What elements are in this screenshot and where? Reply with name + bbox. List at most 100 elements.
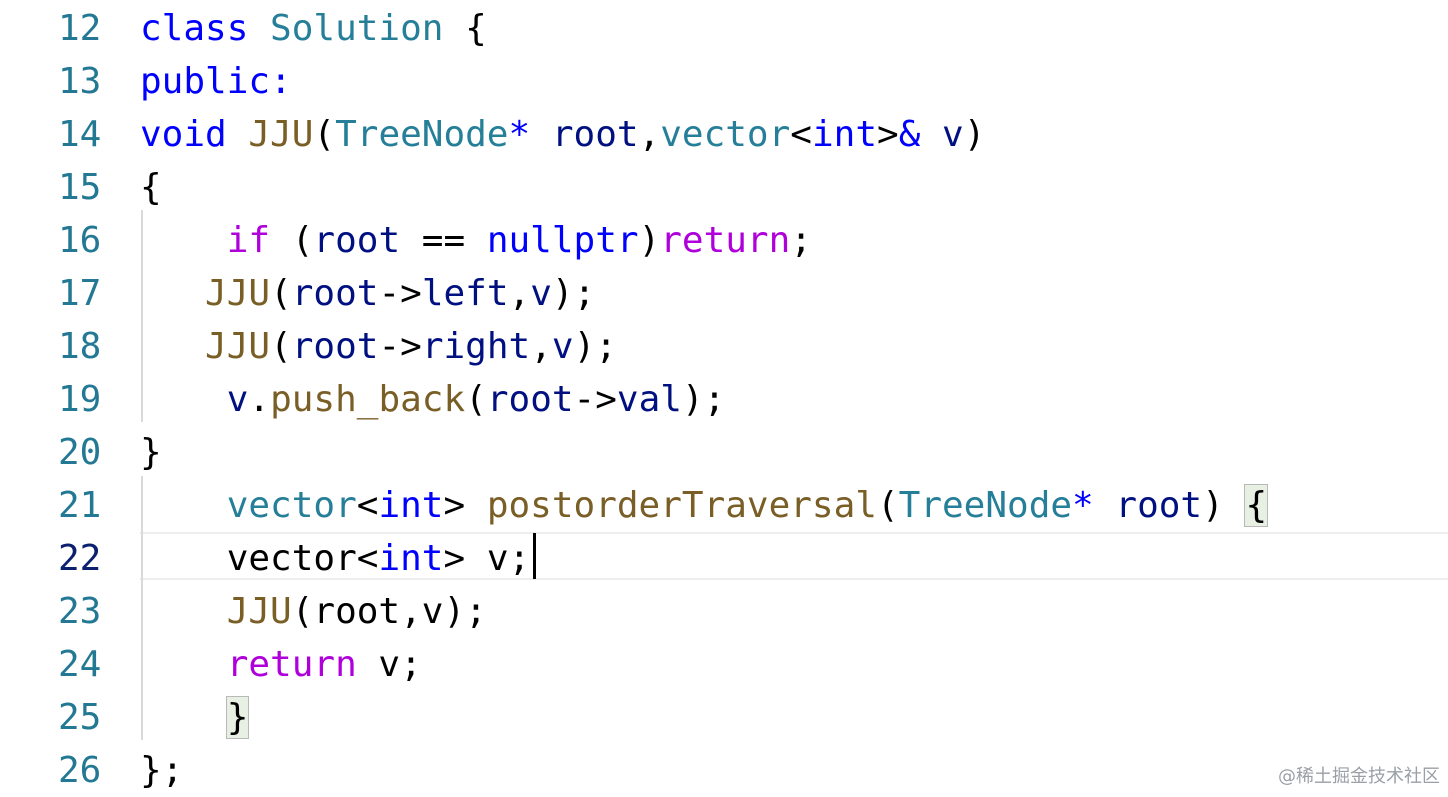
code-token: -> [378, 326, 422, 367]
code-token: JJU [205, 326, 271, 367]
code-line[interactable]: } [140, 691, 1448, 744]
code-token: > [877, 114, 899, 155]
line-number: 21 [58, 485, 102, 526]
code-token: right [421, 326, 531, 367]
code-token: < [356, 485, 379, 526]
text-cursor [533, 533, 536, 579]
code-token: int [811, 114, 877, 155]
line-number: 16 [58, 220, 102, 261]
code-token: vector [226, 485, 357, 526]
code-token: ) [1202, 485, 1246, 526]
code-token: ( [270, 220, 314, 261]
line-number: 18 [58, 326, 102, 367]
code-token: > [443, 485, 487, 526]
code-line[interactable]: v.push_back(root->val); [140, 373, 1448, 426]
code-token: , [638, 114, 661, 155]
line-number: 25 [58, 697, 102, 738]
code-token: < [790, 114, 812, 155]
code-token: ); [551, 273, 596, 314]
code-line[interactable]: class Solution { [140, 2, 1448, 55]
code-token: { [443, 8, 487, 49]
code-line[interactable]: return v; [140, 638, 1448, 691]
line-number: 17 [58, 273, 102, 314]
code-token [140, 273, 205, 314]
code-token: ( [876, 485, 899, 526]
code-token: , [508, 273, 531, 314]
code-token: JJU [248, 114, 314, 155]
code-token: ) [638, 220, 661, 261]
code-line[interactable]: vector<int> postorderTraversal(TreeNode*… [140, 479, 1448, 532]
code-token: return [226, 644, 357, 685]
code-token [140, 591, 227, 632]
watermark: @稀土掘金技术社区 [1278, 766, 1440, 787]
code-token: root [551, 114, 639, 155]
matched-bracket: } [225, 696, 250, 739]
line-number: 20 [58, 432, 102, 473]
code-token: v [942, 114, 964, 155]
code-token: ; [790, 220, 812, 261]
code-token: nullptr [486, 220, 639, 261]
code-token: v [551, 326, 574, 367]
code-token: public: [140, 61, 292, 102]
code-token: postorderTraversal [486, 485, 877, 526]
code-line[interactable]: { [140, 161, 1448, 214]
line-number: 24 [58, 644, 102, 685]
code-token: int [378, 538, 444, 579]
code-token: } [140, 432, 162, 473]
code-token: vector [660, 114, 791, 155]
code-token [140, 697, 227, 738]
line-number: 13 [58, 61, 102, 102]
code-token: ) [963, 114, 986, 155]
line-number: 26 [58, 750, 102, 791]
code-line[interactable]: } [140, 426, 1448, 479]
code-token [140, 220, 227, 261]
code-line[interactable]: void JJU(TreeNode* root,vector<int>& v) [140, 108, 1448, 161]
indent-guide [141, 210, 143, 422]
code-token: , [530, 326, 552, 367]
code-token: class [140, 8, 271, 49]
code-token: ( [465, 379, 487, 420]
code-line[interactable]: JJU(root->left,v); [140, 267, 1448, 320]
code-token: TreeNode [898, 485, 1073, 526]
code-token: left [421, 273, 509, 314]
code-line[interactable]: if (root == nullptr)return; [140, 214, 1448, 267]
code-token: root [291, 273, 379, 314]
code-token: > v; [443, 538, 531, 579]
code-token: -> [573, 379, 617, 420]
code-token: -> [378, 273, 422, 314]
code-token: ( [270, 326, 292, 367]
code-token: * [1072, 485, 1116, 526]
code-token: (root,v); [291, 591, 487, 632]
code-token: push_back [270, 379, 466, 420]
code-token [140, 379, 227, 420]
code-line[interactable]: JJU(root->right,v); [140, 320, 1448, 373]
code-token: JJU [226, 591, 292, 632]
code-line[interactable]: }; [140, 744, 1448, 797]
code-token: int [378, 485, 444, 526]
code-token: vector [226, 538, 357, 579]
code-line[interactable]: public: [140, 55, 1448, 108]
code-token: return [660, 220, 791, 261]
code-token: ( [270, 273, 292, 314]
line-number: 15 [58, 167, 102, 208]
code-token: Solution [270, 8, 444, 49]
code-line[interactable]: JJU(root,v); [140, 585, 1448, 638]
code-token: ); [573, 326, 617, 367]
code-token: * [508, 114, 552, 155]
code-token: root [291, 326, 379, 367]
line-number: 12 [58, 8, 102, 49]
code-token: void [140, 114, 249, 155]
code-token: root [486, 379, 574, 420]
code-token: JJU [205, 273, 271, 314]
matched-bracket: { [1244, 484, 1269, 527]
code-token: root [1115, 485, 1203, 526]
code-token [140, 485, 227, 526]
code-token: v; [356, 644, 422, 685]
code-line[interactable]: vector<int> v; [140, 532, 1448, 585]
line-number: 14 [58, 114, 102, 155]
line-number: 19 [58, 379, 102, 420]
code-token: ); [681, 379, 726, 420]
code-token: & [898, 114, 943, 155]
code-token: val [616, 379, 682, 420]
line-number: 22 [58, 538, 102, 579]
